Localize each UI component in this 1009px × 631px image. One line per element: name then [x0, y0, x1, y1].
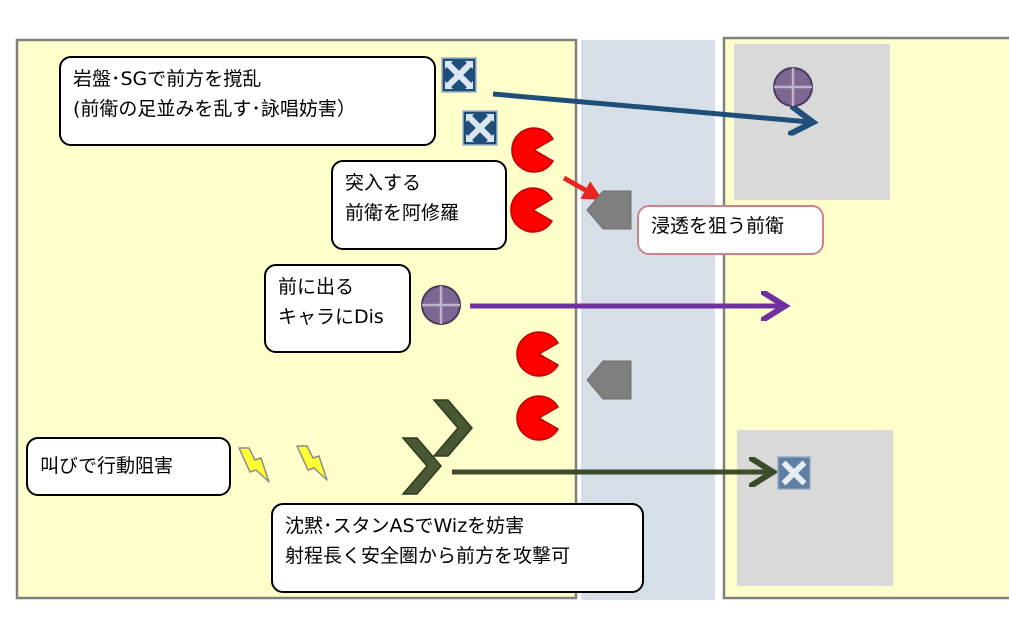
purple-crosshair-circle-icon	[772, 66, 814, 108]
infiltrate-label-line-1: 浸透を狙う前衛	[651, 215, 785, 237]
gray-zone-bottom	[737, 430, 893, 586]
dis-label: 前に出る キャラにDis	[264, 264, 411, 353]
dis-label-line-2: キャラにDis	[278, 306, 384, 328]
blue-cross-marker-icon	[442, 58, 476, 92]
silence-label-line-2: 射程長く安全圏から前方を攻撃可	[285, 545, 571, 567]
rock-sg-label-line-1: 岩盤･SGで前方を撹乱	[73, 68, 262, 90]
gray-zone-top	[734, 44, 890, 200]
blue-cross-marker-icon	[463, 111, 497, 145]
charge-label: 突入する 前衛を阿修羅	[331, 160, 507, 250]
purple-crosshair-circle-icon	[420, 284, 462, 326]
shout-label-line-1: 叫びで行動阻害	[40, 455, 174, 477]
silence-label: 沈黙･スタンASでWizを妨害 射程長く安全圏から前方を攻撃可	[271, 503, 644, 593]
charge-label-line-2: 前衛を阿修羅	[345, 202, 460, 224]
rock-sg-label-line-2: (前衛の足並みを乱す･詠唱妨害）	[73, 98, 356, 120]
dis-label-line-1: 前に出る	[278, 276, 355, 298]
charge-label-line-1: 突入する	[345, 172, 422, 194]
infiltrate-label: 浸透を狙う前衛	[637, 205, 824, 255]
silence-label-line-1: 沈黙･スタンASでWizを妨害	[285, 515, 525, 537]
rock-sg-label: 岩盤･SGで前方を撹乱 (前衛の足並みを乱す･詠唱妨害）	[59, 56, 436, 146]
shout-label: 叫びで行動阻害	[26, 437, 231, 496]
red-arrow	[562, 175, 603, 200]
blue-arrow	[492, 91, 810, 122]
blue-cross-marker-icon	[777, 456, 811, 490]
